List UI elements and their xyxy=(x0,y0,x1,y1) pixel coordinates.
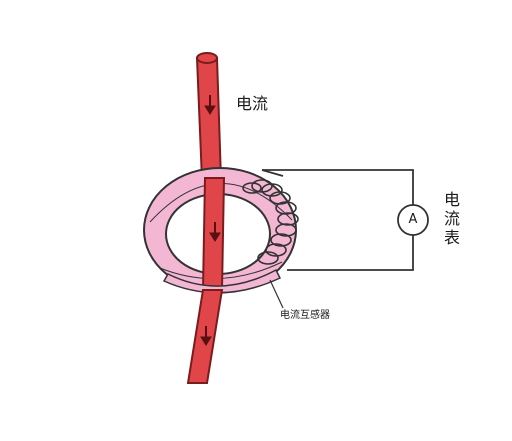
ammeter-icon xyxy=(397,204,429,236)
current-transformer-label: 电流互感器 xyxy=(280,310,330,321)
transformer-leader-line xyxy=(269,279,284,309)
ammeter-label: 电流表 xyxy=(444,190,461,247)
ammeter-symbol: A xyxy=(408,212,418,227)
current-label: 电流 xyxy=(236,94,269,113)
ammeter-circuit-wires xyxy=(261,169,414,271)
conductor-upper xyxy=(195,57,223,181)
current-arrows xyxy=(200,95,221,346)
toroid-front-band xyxy=(162,268,282,294)
secondary-coil xyxy=(242,179,299,265)
conductor-top-end xyxy=(196,52,218,64)
